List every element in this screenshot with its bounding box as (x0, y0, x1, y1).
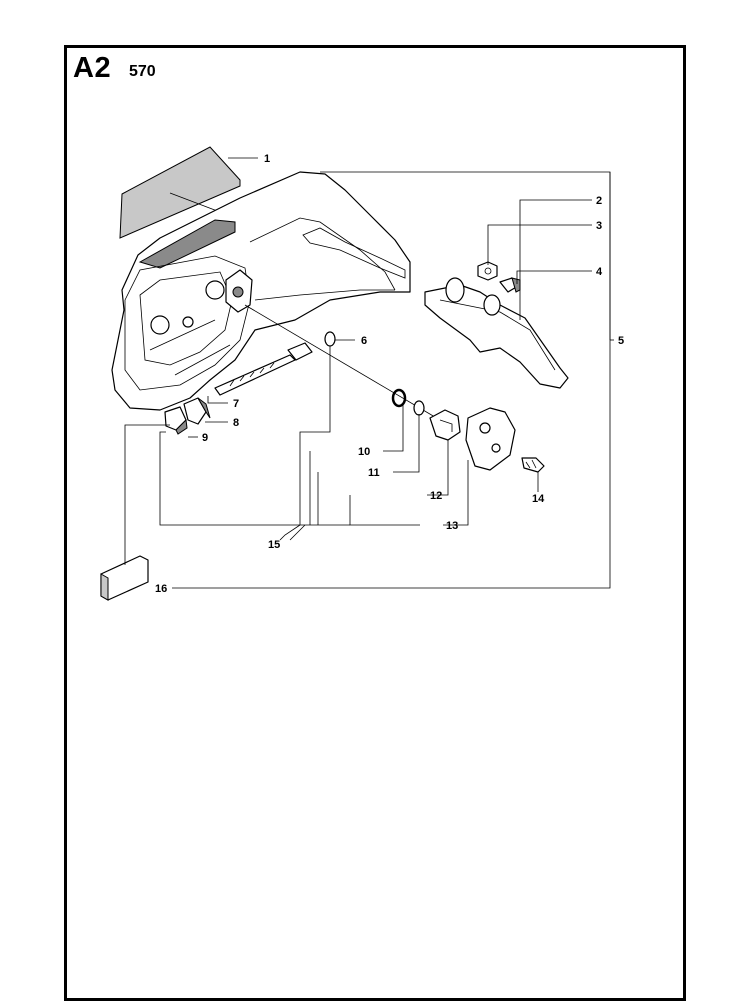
callout-9: 9 (202, 432, 208, 444)
part-decal (119, 146, 241, 239)
part-cover-plate (465, 407, 516, 471)
part-sprocket (429, 409, 461, 441)
part-tensioner-nut (183, 397, 211, 425)
part-washer (324, 331, 336, 347)
part-nut (477, 261, 498, 281)
callout-16: 16 (155, 583, 167, 595)
part-tensioner-screw (214, 342, 313, 396)
part-pad (100, 555, 149, 601)
callout-12: 12 (430, 490, 442, 502)
leader-lines (124, 157, 614, 589)
callout-8: 8 (233, 417, 239, 429)
callout-14: 14 (532, 493, 545, 505)
callout-13: 13 (446, 520, 458, 532)
callout-6: 6 (361, 335, 367, 347)
part-adjuster-block (164, 406, 188, 435)
callout-4: 4 (596, 266, 603, 278)
callout-2: 2 (596, 195, 602, 207)
section-code: A2 (73, 52, 112, 84)
part-ring-washer (413, 400, 425, 416)
callout-5: 5 (618, 335, 624, 347)
callout-11: 11 (368, 467, 380, 479)
assembly-axis (244, 304, 441, 421)
callout-labels: 1 2 3 4 5 6 7 8 9 10 11 12 13 14 15 16 (155, 153, 624, 595)
callout-3: 3 (596, 220, 602, 232)
callout-7: 7 (233, 398, 239, 410)
part-clutch-cover (111, 171, 411, 411)
part-o-ring (391, 388, 407, 408)
callout-1: 1 (264, 153, 270, 165)
part-bar-plate (302, 227, 569, 389)
page-frame (64, 45, 686, 1001)
model-number: 570 (129, 63, 156, 80)
callout-10: 10 (358, 446, 370, 458)
callout-15: 15 (268, 539, 280, 551)
part-screw-b (521, 457, 545, 473)
